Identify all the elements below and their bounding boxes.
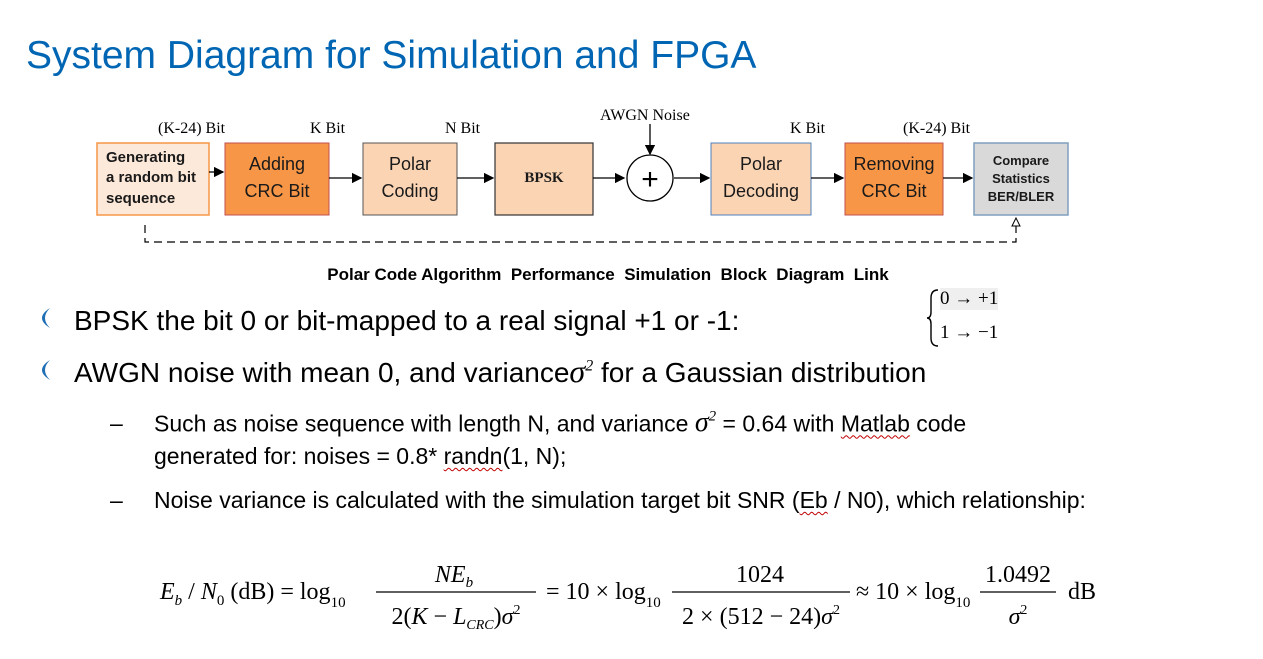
block-cmp-text-3: BER/BLER <box>988 189 1055 204</box>
block-cmp-text-1: Compare <box>993 153 1049 168</box>
block-generating <box>96 142 210 216</box>
sub1-line2b: (1, N); <box>502 443 567 469</box>
eq-num3: 1.0492 <box>985 562 1051 588</box>
sigma-symbol: σ2 <box>694 407 717 439</box>
sub1-line2a: generated for: noises = 0.8* <box>154 443 438 469</box>
sub-bullet-variance: – Noise variance is calculated with the s… <box>110 481 1086 520</box>
sub1-randn: randn <box>443 443 503 469</box>
block-polar-text-1: Polar <box>389 154 431 174</box>
brace-icon <box>926 289 939 347</box>
sub1-part2: = 0.64 with <box>722 410 835 437</box>
diagram-caption: Polar Code Algorithm Performance Simulat… <box>327 265 889 284</box>
block-crc-text-2: CRC Bit <box>244 181 309 201</box>
bullet-bpsk-text: BPSK the bit 0 or bit-mapped to a real s… <box>74 305 740 336</box>
sub-bullet-noise-seq: – Such as noise sequence with length N, a… <box>110 398 966 443</box>
mapping-line-1: 0 → +1 <box>940 288 999 310</box>
feedback-arrowhead <box>1011 216 1021 227</box>
sub-bullet-noise-seq-line2: generated for: noises = 0.8* randn(1, N)… <box>154 437 566 476</box>
eq-den1-text: 2(K − LCRC)σ2 <box>392 603 521 632</box>
sub2-eb: Eb <box>799 487 828 513</box>
eq-unit: dB <box>1068 579 1096 605</box>
noise-label: AWGN Noise <box>600 107 690 124</box>
block-bpsk <box>494 142 594 216</box>
bullet-awgn-text-after: for a Gaussian distribution <box>600 357 927 388</box>
sub1-part3: code <box>916 410 967 437</box>
bullet-chevron-icon <box>28 357 74 389</box>
block-rem-text-1: Removing <box>853 154 934 174</box>
bullet-chevron-icon <box>28 305 74 337</box>
bullet-awgn-text-before: AWGN noise with mean 0, and variance <box>74 357 570 388</box>
block-gen-text-1: Generating <box>106 149 185 166</box>
block-rem-text-2: CRC Bit <box>861 181 926 201</box>
edge-label-2: K Bit <box>310 120 346 137</box>
edge-label-3: N Bit <box>445 120 481 137</box>
bullet-awgn: AWGN noise with mean 0, and varianceσ2 f… <box>28 353 926 390</box>
adder-circle <box>626 154 674 202</box>
block-polar-decoding <box>710 142 812 216</box>
block-gen-text-3: sequence <box>106 190 175 207</box>
block-polar-text-2: Coding <box>381 181 438 201</box>
eq-num2: 1024 <box>736 562 784 588</box>
eq-den2-text: 2 × (512 − 24)σ2 <box>682 603 840 630</box>
block-gen-text-2: a random bit <box>106 169 196 186</box>
sigma-symbol: σ2 <box>569 353 594 389</box>
page-title: System Diagram for Simulation and FPGA <box>26 34 757 77</box>
sub1-matlab: Matlab <box>840 410 910 437</box>
sub2-text-a: Noise variance is calculated with the si… <box>154 487 800 513</box>
block-diagram: Generating a random bit sequence Adding … <box>96 107 1069 284</box>
block-dec-text-2: Decoding <box>723 181 799 201</box>
eq-num1-text: NEb <box>434 562 474 591</box>
block-compare <box>973 142 1069 216</box>
block-bpsk-text: BPSK <box>524 170 564 186</box>
dash-icon: – <box>110 410 123 437</box>
block-dec-text-1: Polar <box>740 154 782 174</box>
edge-label-4: K Bit <box>790 120 826 137</box>
bullet-bpsk: BPSK the bit 0 or bit-mapped to a real s… <box>28 305 739 337</box>
eq-mid: = 10 × log10 <box>546 579 661 611</box>
block-removing-crc <box>844 142 944 216</box>
eq-den3-text: σ2 <box>1009 603 1028 630</box>
feedback-dashed-line <box>144 225 1017 243</box>
snr-equation: Eb / N0 (dB) = log10 NEb 2(K − LCRC)σ2 =… <box>159 562 1096 632</box>
block-polar-coding <box>362 142 458 216</box>
sub1-part1: Such as noise sequence with length N, an… <box>154 410 689 437</box>
eq-lhs: Eb / N0 (dB) = log10 <box>159 579 346 611</box>
block-crc-text-1: Adding <box>249 154 305 174</box>
eq-approx: ≈ 10 × log10 <box>856 579 970 611</box>
sub2-text-b: / N0), which relationship: <box>827 487 1086 513</box>
adder-symbol: + <box>641 163 659 196</box>
edge-label-1: (K-24) Bit <box>158 120 226 137</box>
block-adding-crc <box>224 142 330 216</box>
edge-label-5: (K-24) Bit <box>903 120 971 137</box>
mapping-line-2: 1 → −1 <box>940 322 999 343</box>
block-cmp-text-2: Statistics <box>992 171 1050 186</box>
dash-icon: – <box>110 487 123 513</box>
bpsk-mapping: 0 → +1 1 → −1 <box>926 286 1006 348</box>
